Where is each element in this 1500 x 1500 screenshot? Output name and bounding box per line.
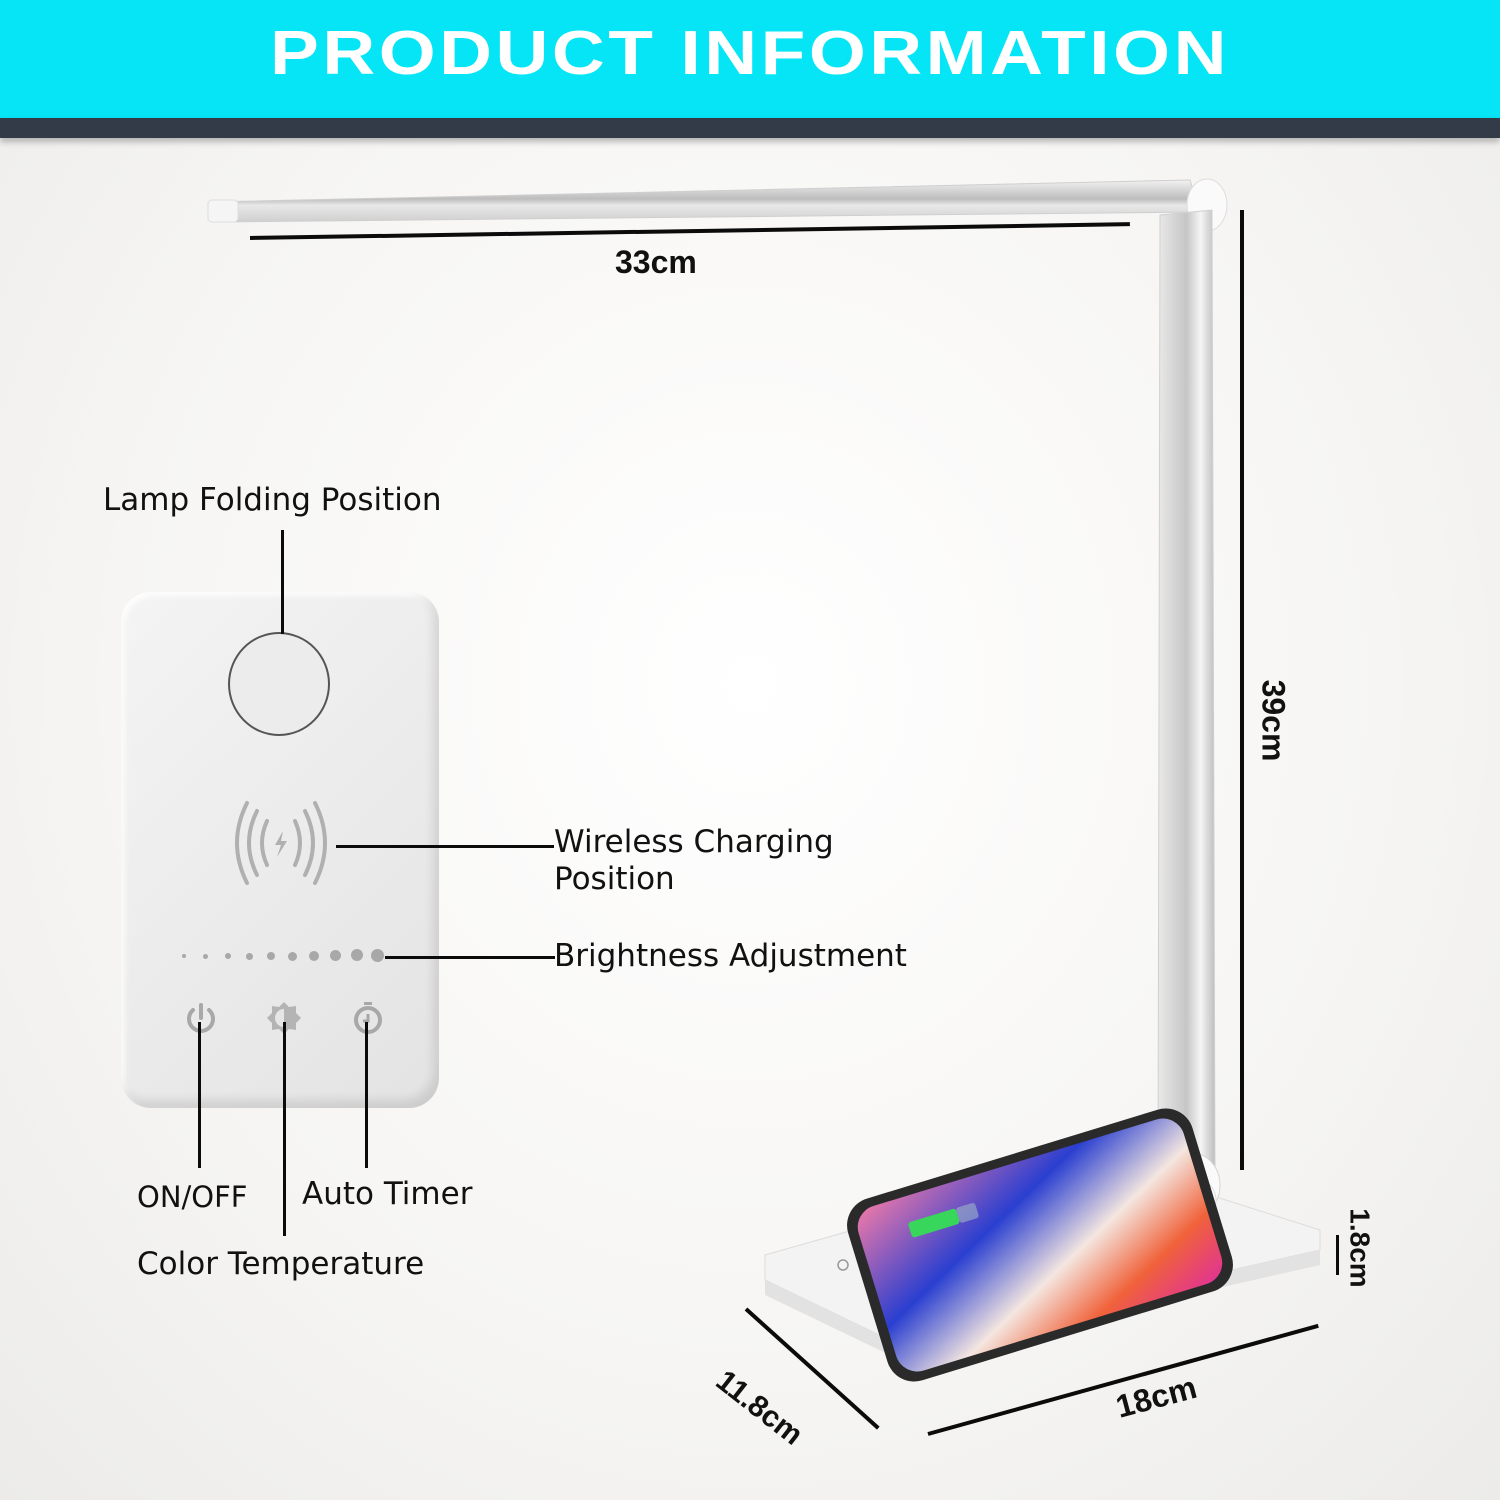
- auto-timer-label: Auto Timer: [302, 1176, 473, 1212]
- lamp-folding-circle: [228, 632, 330, 736]
- wireless-callout-line: [336, 845, 554, 848]
- thickness-dimension-line: [1336, 1235, 1339, 1275]
- on-off-label: ON/OFF: [137, 1180, 248, 1214]
- arm-length-label: 33cm: [615, 244, 697, 280]
- power-icon: [187, 1003, 215, 1033]
- height-label: 39cm: [1255, 679, 1292, 762]
- base-thickness-label: 1.8cm: [1344, 1208, 1376, 1288]
- height-dimension-line: [1240, 210, 1244, 1170]
- color-temperature-icon: [267, 1002, 301, 1034]
- brightness-callout-line: [385, 956, 555, 959]
- timer-icon: [354, 1002, 382, 1034]
- brightness-label: Brightness Adjustment: [554, 938, 907, 974]
- folding-callout-line: [281, 530, 284, 634]
- header-banner: PRODUCT INFORMATION: [0, 0, 1500, 118]
- color-temperature-label: Color Temperature: [137, 1246, 425, 1282]
- onoff-callout-line: [198, 1022, 201, 1168]
- wireless-charging-label-2: Position: [554, 861, 675, 897]
- header-divider: [0, 118, 1500, 138]
- lamp-folding-label: Lamp Folding Position: [103, 482, 442, 518]
- color-temp-callout-line: [283, 1022, 286, 1236]
- page-title: PRODUCT INFORMATION: [269, 19, 1231, 88]
- wireless-charging-label: Wireless Charging: [554, 824, 834, 860]
- wireless-charging-icon: [235, 801, 327, 885]
- timer-callout-line: [365, 1022, 368, 1168]
